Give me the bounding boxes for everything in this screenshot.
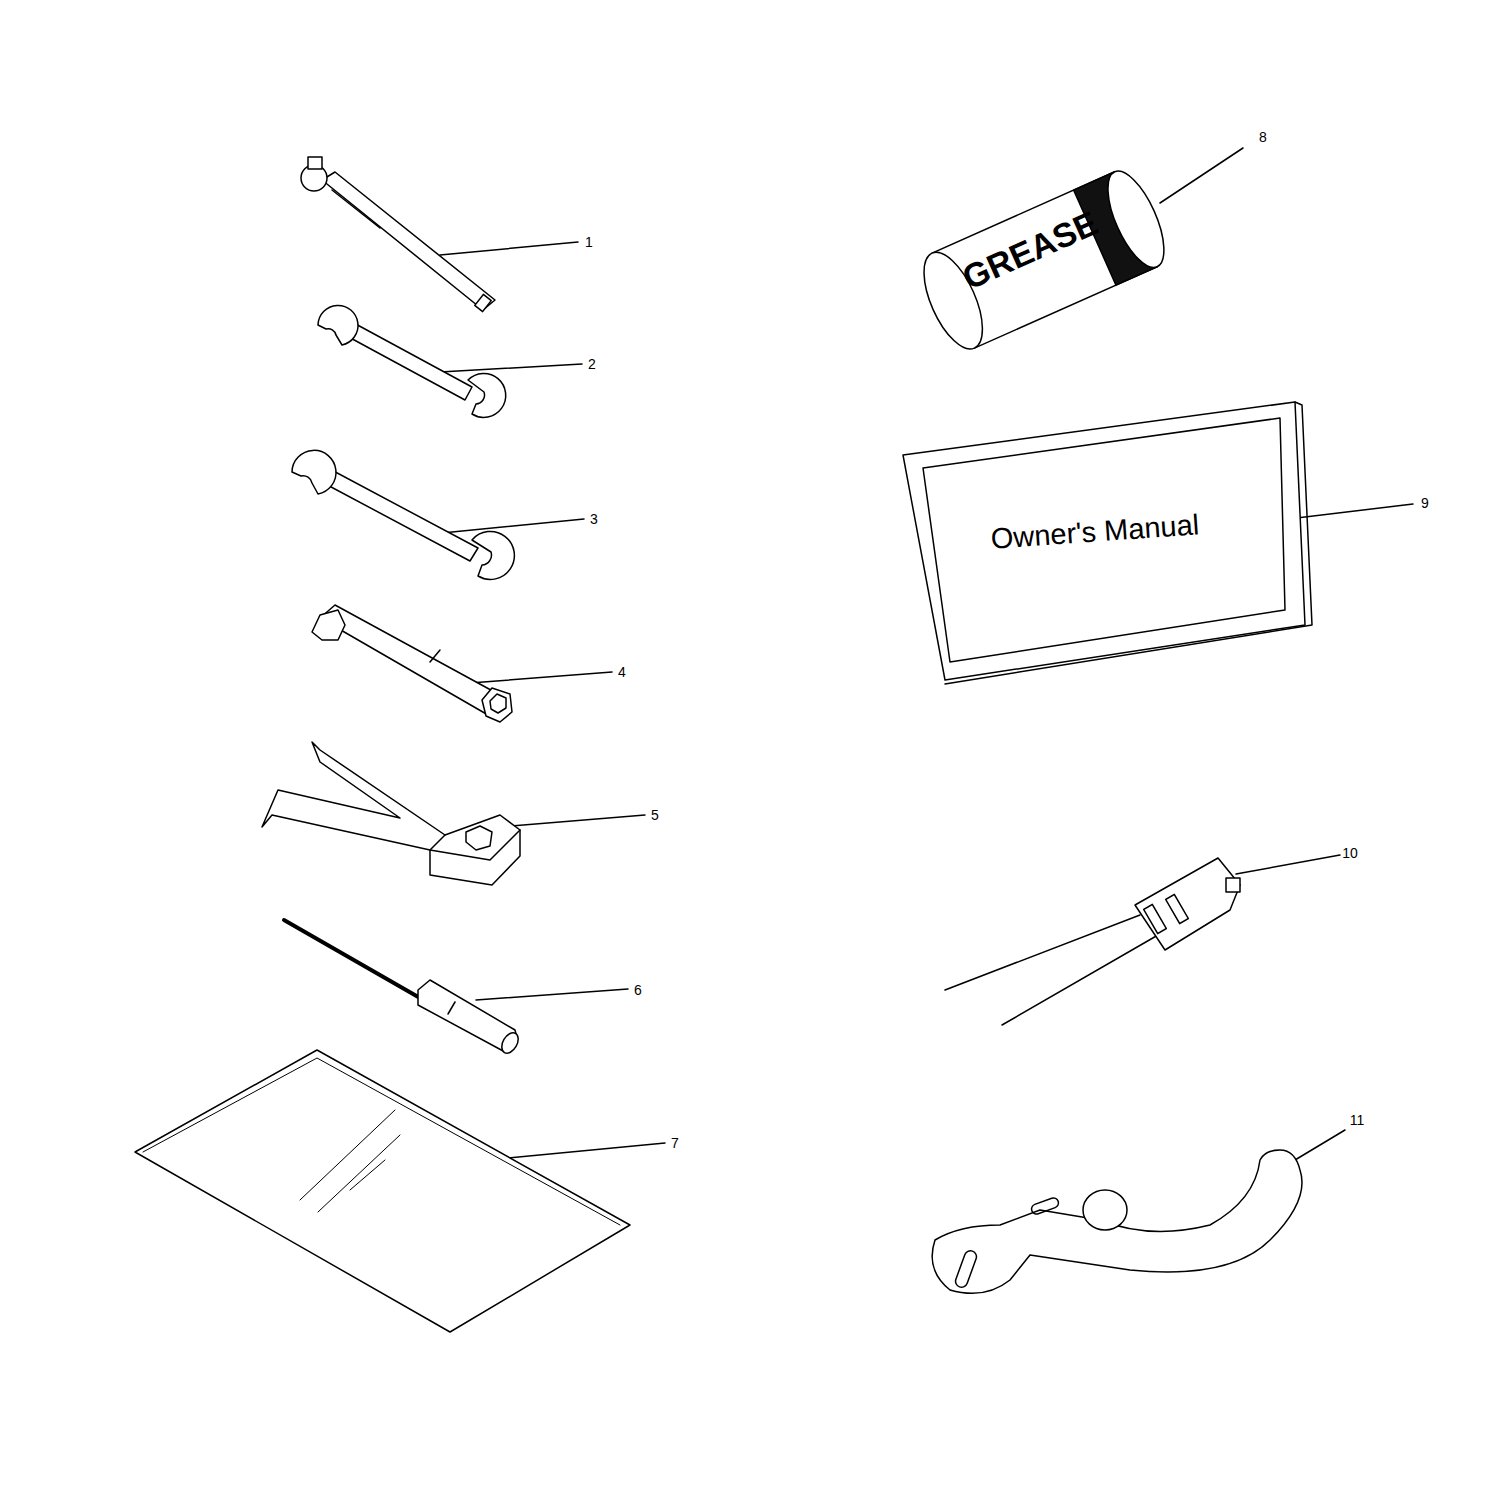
callout-number: 10 xyxy=(1342,846,1358,860)
plug-wrench xyxy=(262,742,520,885)
callout-number: 11 xyxy=(1350,1113,1365,1127)
leader-lines xyxy=(440,148,1413,1163)
screwdriver xyxy=(284,920,522,1056)
mounting-bracket xyxy=(932,1150,1302,1293)
callout-number: 1 xyxy=(585,235,593,249)
callout-number: 5 xyxy=(651,808,659,822)
wire-connector xyxy=(945,858,1240,1025)
callout-number: 2 xyxy=(588,357,596,371)
spark-plug-socket xyxy=(312,605,512,722)
owners-manual xyxy=(903,402,1312,684)
callout-number: 7 xyxy=(671,1136,679,1150)
callout-number: 4 xyxy=(618,665,626,679)
open-end-wrench xyxy=(292,450,514,579)
open-end-wrench xyxy=(318,305,506,417)
plastic-bag xyxy=(135,1050,630,1332)
grease-tube xyxy=(912,164,1175,357)
callout-number: 9 xyxy=(1421,496,1429,510)
callout-number: 3 xyxy=(590,512,598,526)
callout-number: 8 xyxy=(1259,130,1267,144)
pressure-gauge xyxy=(301,157,495,312)
callout-number: 6 xyxy=(634,983,642,997)
